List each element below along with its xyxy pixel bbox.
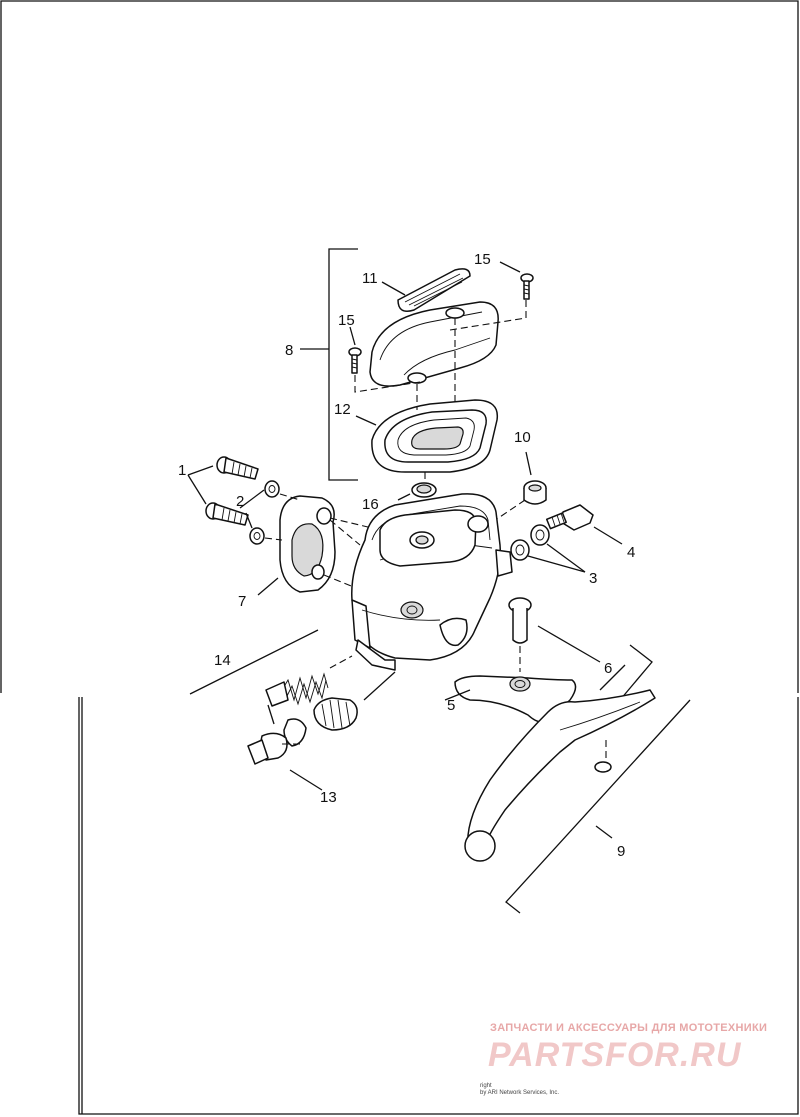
part-11-label-plate xyxy=(381,268,471,312)
callout-1: 1 xyxy=(178,462,186,479)
part-6-pivot-pin xyxy=(508,597,626,691)
callout-10: 10 xyxy=(514,429,531,446)
part-1-bolt-upper xyxy=(216,456,259,480)
part-4-banjo-bolt xyxy=(545,504,623,545)
part-14-spring xyxy=(189,629,353,707)
leader-3 xyxy=(527,543,586,573)
part-2-washer-lower xyxy=(249,527,265,545)
part-5-lever xyxy=(444,675,577,723)
callout-12: 12 xyxy=(334,401,351,418)
leader-1 xyxy=(187,465,214,505)
part-3-washer-left xyxy=(510,539,530,561)
callout-2: 2 xyxy=(236,493,244,510)
watermark-tagline: ЗАПЧАСТИ И АКСЕССУАРЫ ДЛЯ МОТОТЕХНИКИ xyxy=(490,1022,768,1034)
callout-5: 5 xyxy=(447,697,455,714)
part-3-washer-right xyxy=(530,524,550,546)
callout-labels: 1 2 3 4 5 6 7 8 9 10 11 12 13 14 15 15 1… xyxy=(178,251,635,860)
callout-13: 13 xyxy=(320,789,337,806)
part-2-washer-upper xyxy=(264,480,280,498)
part-8-reservoir-cover xyxy=(369,301,499,387)
part-12-diaphragm xyxy=(355,399,499,473)
bracket-8 xyxy=(300,248,358,481)
callout-9: 9 xyxy=(617,843,625,860)
part-15-screw-right xyxy=(499,261,534,300)
part-7-clamp xyxy=(257,495,336,596)
callout-15-top: 15 xyxy=(474,251,491,268)
part-9-lever-blade xyxy=(464,689,691,914)
part-13-piston-assembly xyxy=(247,697,358,791)
copyright-note: right by ARI Network Services, Inc. xyxy=(480,1083,559,1097)
alignment-lines-cover xyxy=(354,300,527,485)
callout-15-left: 15 xyxy=(338,312,355,329)
master-cylinder-body xyxy=(351,493,513,701)
part-15-screw-left xyxy=(348,326,362,374)
callout-11: 11 xyxy=(362,270,378,287)
copyright-line-2: by ARI Network Services, Inc. xyxy=(480,1090,560,1096)
callout-6: 6 xyxy=(604,660,612,677)
callout-4: 4 xyxy=(627,544,635,561)
copyright-line-1: right xyxy=(480,1083,492,1089)
callout-8: 8 xyxy=(285,342,293,359)
callout-14: 14 xyxy=(214,652,231,669)
callout-3: 3 xyxy=(589,570,597,587)
callout-16: 16 xyxy=(362,496,379,513)
alignment-lines-bolts xyxy=(264,493,373,589)
callout-7: 7 xyxy=(238,593,246,610)
bracket-6-9 xyxy=(619,644,653,701)
part-1-bolt-lower xyxy=(205,502,249,526)
watermark-logo: PARTSFOR.RU xyxy=(488,1036,742,1074)
leader-2 xyxy=(239,489,265,529)
part-16-sight-glass xyxy=(397,482,437,501)
